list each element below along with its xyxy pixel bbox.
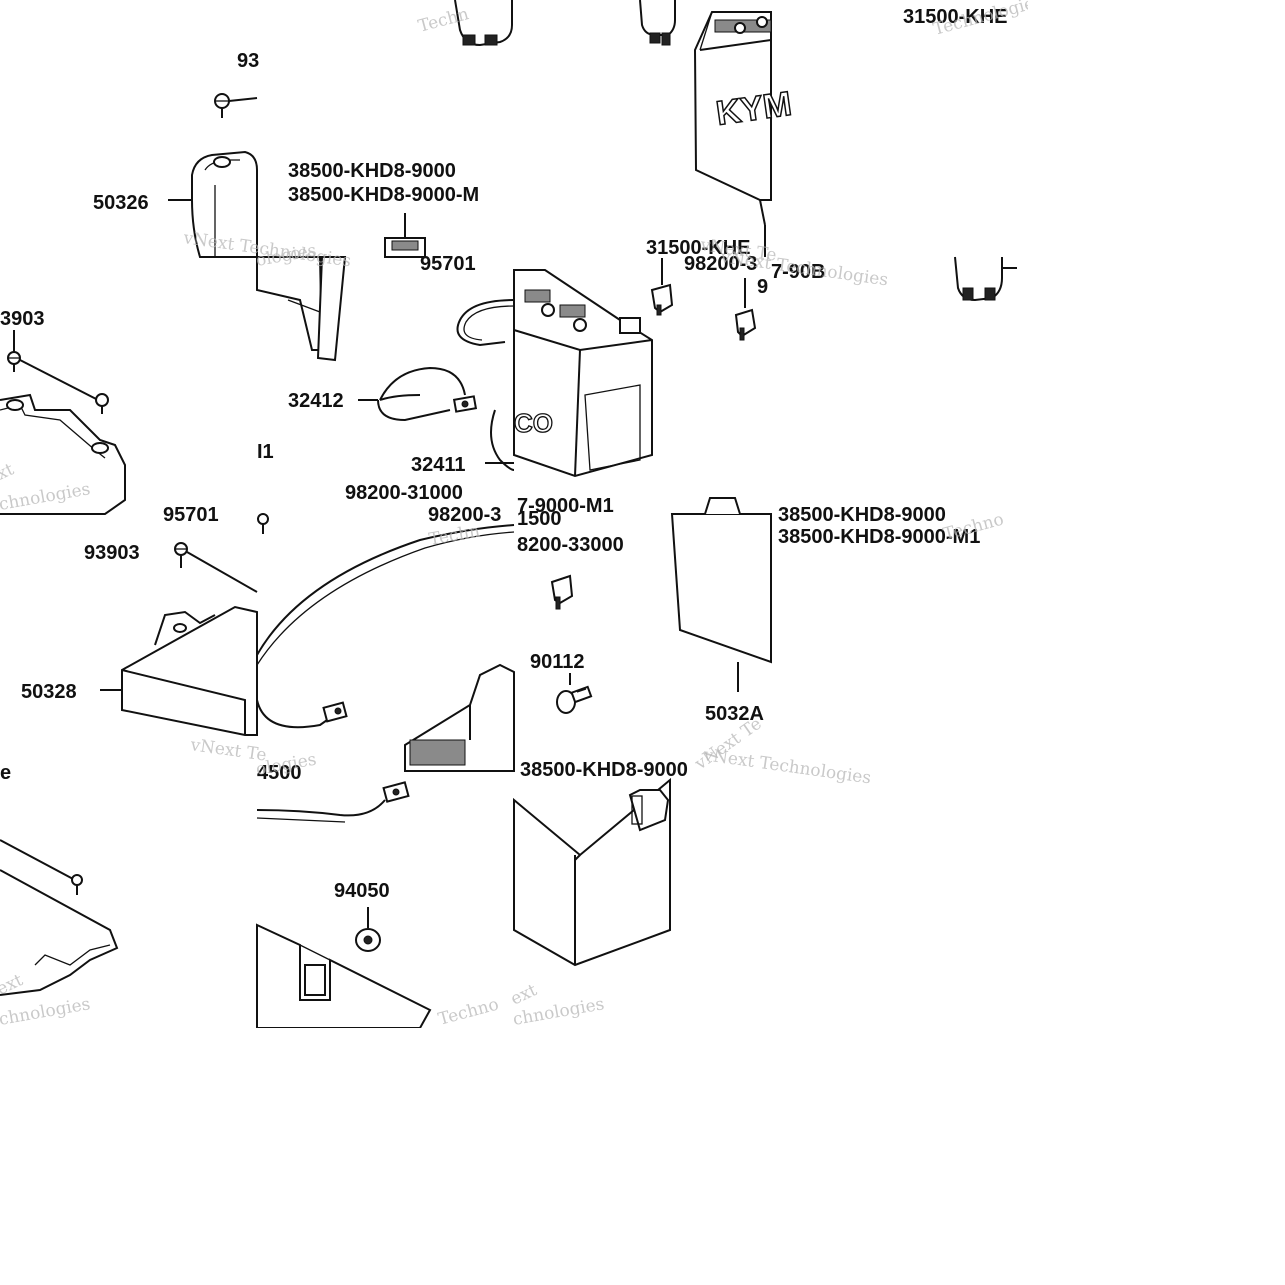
part-label-1500: 1500: [517, 508, 562, 530]
battery-kymco-drawing: KYM: [693, 11, 795, 257]
part-label-32411: 32411: [411, 454, 466, 476]
part-label-31500-khe: 31500-KHE: [646, 237, 751, 259]
blank-area-right: [1028, 0, 1285, 1028]
part-label-7-9000-m1: 7-9000-M1: [517, 495, 614, 517]
battery-front-drawing: CO: [513, 269, 653, 478]
bracket-93903-drawing: [0, 330, 126, 515]
plate-left-drawing: [0, 839, 119, 996]
battery-box-5032a-drawing: [670, 497, 772, 692]
tray-bottom-drawing: [256, 923, 432, 1029]
part-label-3903: 3903: [0, 308, 45, 330]
part-label-32412: 32412: [288, 390, 344, 412]
relay-top-drawing: [454, 0, 513, 47]
watermark-text: vNext Technologies: [718, 247, 889, 290]
part-label-95701-left: 95701: [163, 504, 219, 526]
part-label-4500: 4500: [257, 762, 302, 784]
part-label-5032a: 5032A: [705, 703, 764, 725]
part-label-93: 93: [237, 50, 259, 72]
part-label-50328: 50328: [21, 681, 77, 703]
watermark-text: Techno: [436, 995, 501, 1030]
side-cover-50326-drawing: [168, 150, 258, 258]
part-label-90112: 90112: [530, 651, 585, 673]
bolt-90112-drawing: [556, 673, 593, 714]
part-label-94050: 94050: [334, 880, 390, 902]
part-label-98200-3-lower: 98200-3: [428, 504, 501, 526]
part-label-i1: I1: [257, 441, 274, 463]
fuse-holder-top-drawing: [639, 0, 676, 46]
part-label-93903: 93903: [84, 542, 140, 564]
cover-50328-drawing: [100, 605, 258, 736]
part-label-38500-khd8-9000-right: 38500-KHD8-9000: [778, 504, 946, 526]
screw-93903-drawing: [174, 542, 258, 593]
tray-right-drawing: [404, 663, 515, 772]
fuse-98200-drawing: [734, 278, 757, 341]
fuse-1500-drawing: [550, 574, 574, 610]
part-label-95701: 95701: [420, 253, 476, 275]
battery-cable-32412-drawing: [358, 299, 515, 422]
part-label-98200-3: 98200-3: [684, 253, 757, 275]
part-label-38500-khd8-9000-m1: 38500-KHD8-9000-M1: [778, 526, 980, 548]
part-label-98200-31000: 98200-31000: [345, 482, 463, 504]
blank-area-bottom: [0, 1028, 1285, 1285]
part-label-7-90b: 7-90B: [771, 261, 825, 283]
cable-end-drawing: [256, 781, 410, 823]
part-label-9: 9: [757, 276, 768, 298]
part-label-38500-khd8-9000: 38500-KHD8-9000: [288, 160, 456, 182]
part-label-31500-khe-top: 31500-KHE: [903, 6, 1008, 28]
screw-93-drawing: [214, 93, 258, 118]
battery-brand-label-2: CO: [514, 408, 553, 438]
relay-right-drawing: [954, 256, 1017, 302]
battery-box-drawing: [513, 777, 671, 967]
cable-loop-drawing: [256, 524, 515, 729]
battery-cable-32411-drawing: [257, 409, 515, 534]
fuse-31500-drawing: [650, 258, 674, 316]
part-label-8200-33000: 8200-33000: [517, 534, 624, 556]
connector-38500-drawing: [384, 213, 426, 258]
nut-94050-drawing: [355, 907, 381, 952]
part-label-38500-khd8-9000-m: 38500-KHD8-9000-M: [288, 184, 479, 206]
part-label-38500-khd8-9000-bottom: 38500-KHD8-9000: [520, 759, 688, 781]
frame-piece-left-drawing: [256, 256, 347, 362]
part-label-e: e: [0, 762, 11, 784]
watermark-text: chnologies: [0, 994, 92, 1030]
part-label-50326: 50326: [93, 192, 149, 214]
